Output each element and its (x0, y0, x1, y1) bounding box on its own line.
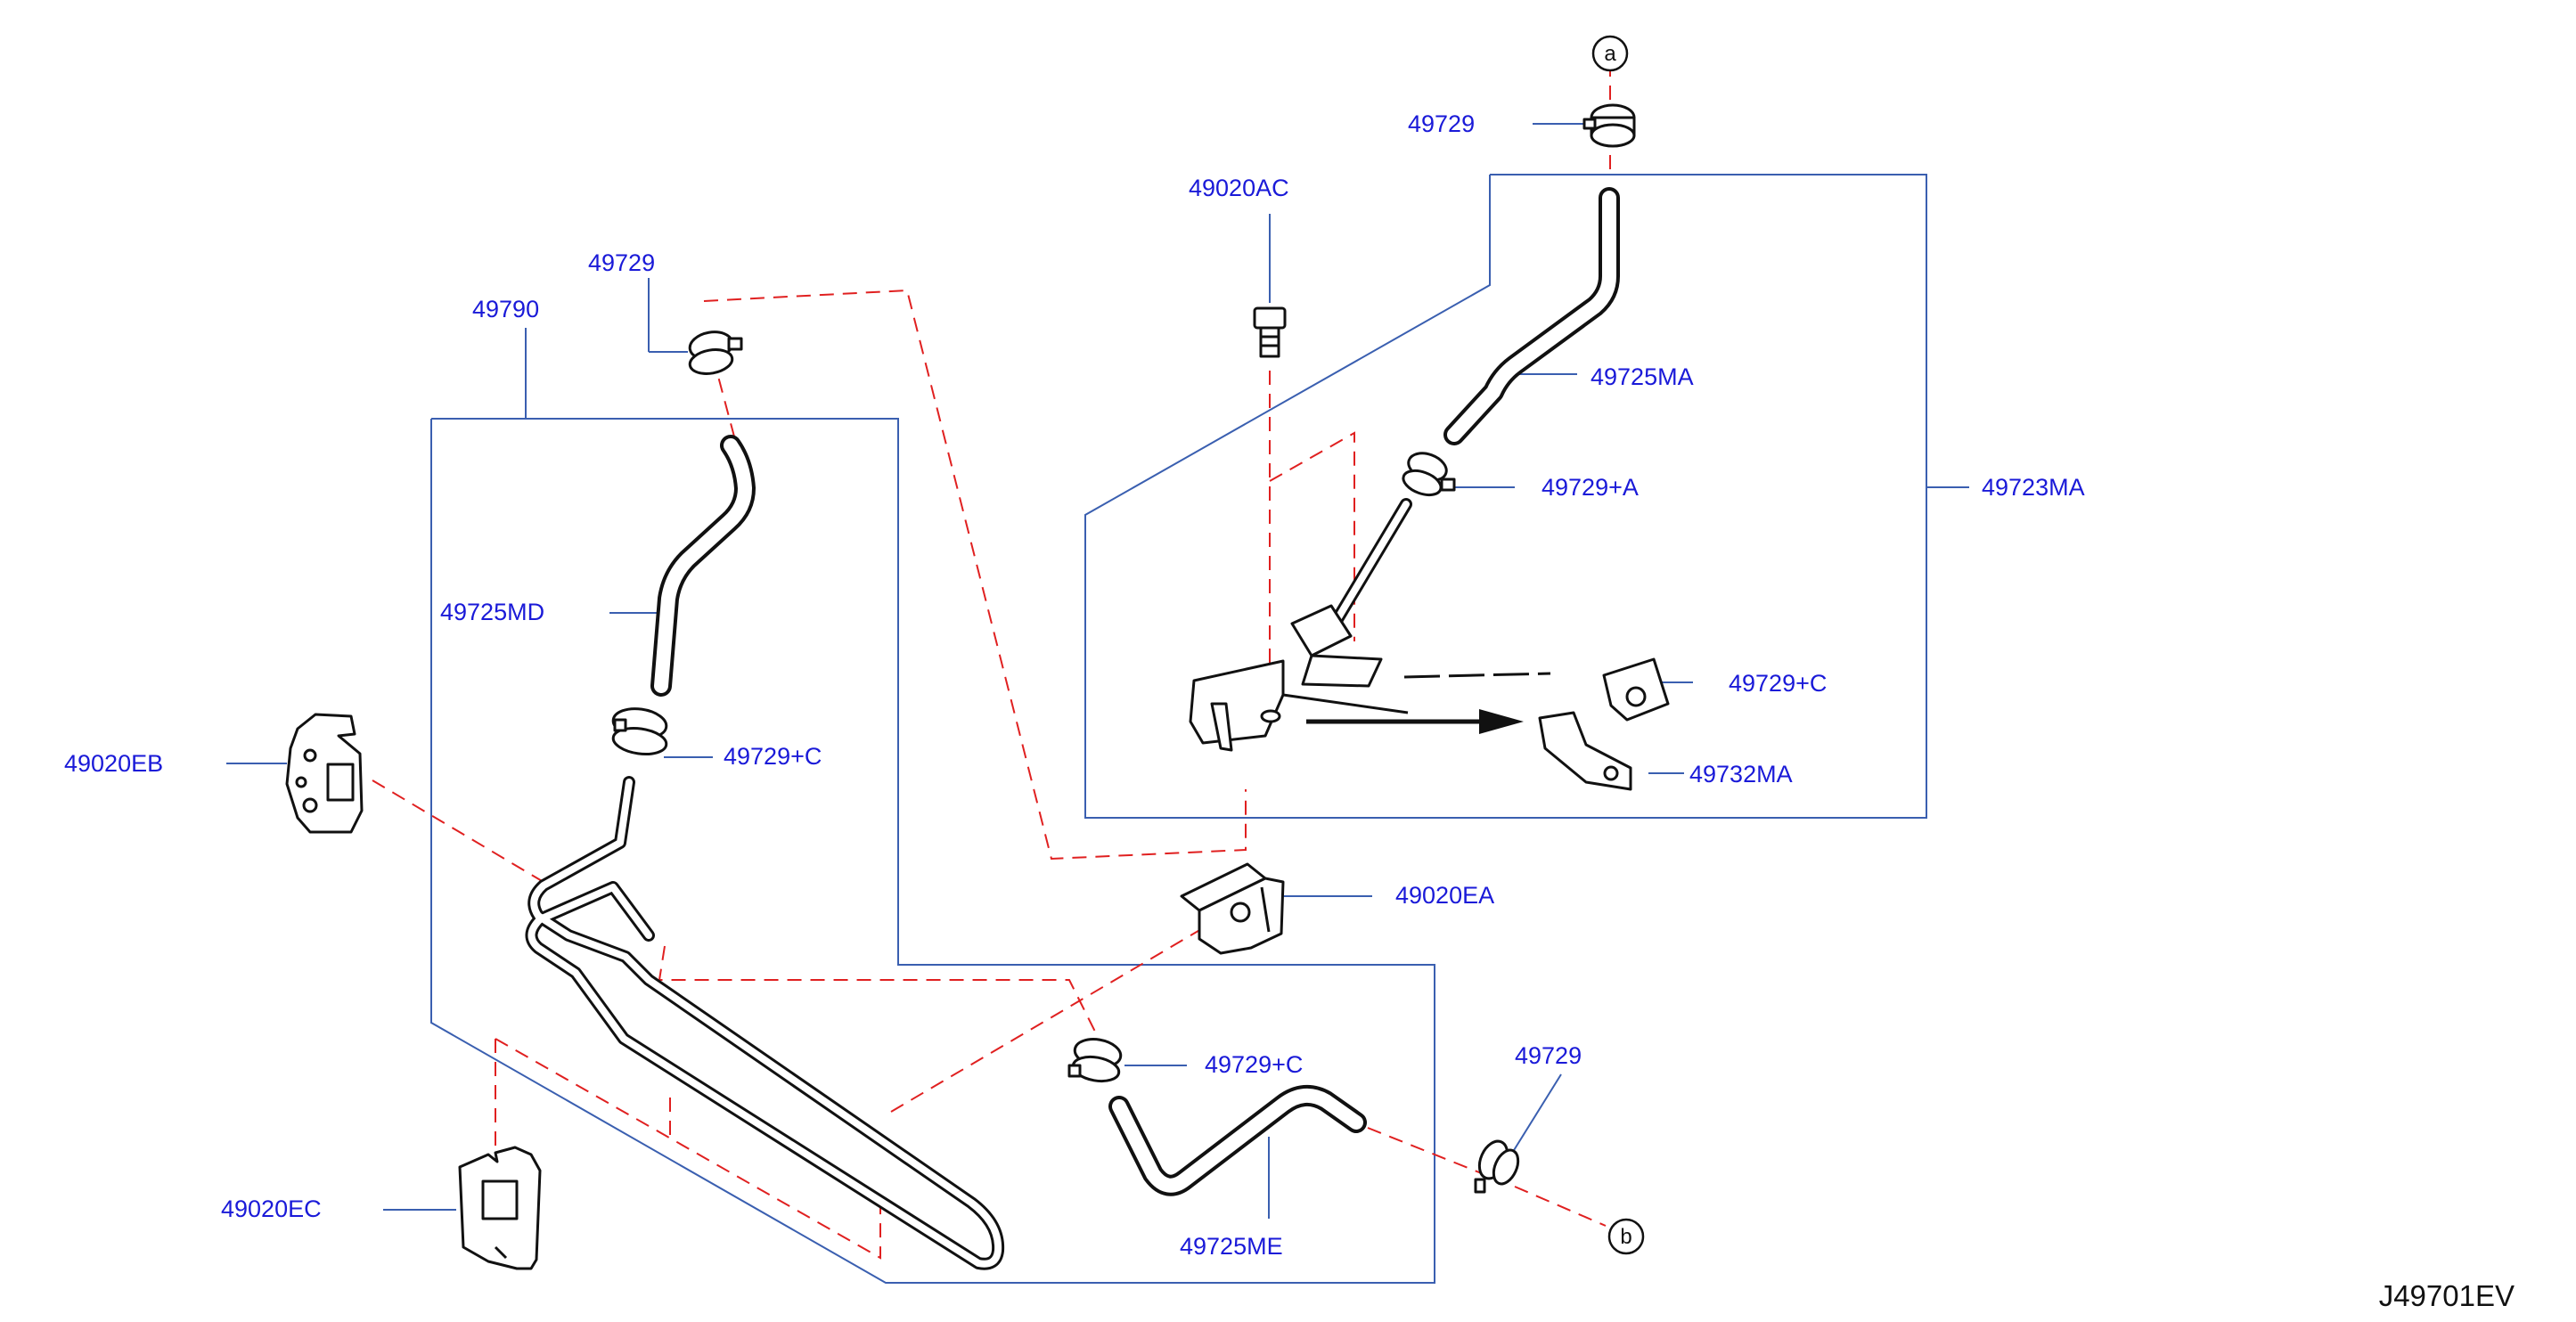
label-clamp-top-left: 49729 (588, 249, 655, 276)
clamp-bottom-right (1474, 1139, 1520, 1194)
clamp-49729C-bottom (1067, 1038, 1123, 1083)
hose-49725MD (650, 435, 756, 697)
label-clip-ec: 49020EC (221, 1196, 322, 1222)
part-labels: 49729 49020AC 49725MA 49729+A 49723MA 49… (64, 110, 2085, 1260)
clip-49020EC (458, 1146, 542, 1270)
label-bolt: 49020AC (1189, 175, 1289, 201)
label-clamp-c-bottom: 49729+C (1205, 1051, 1303, 1078)
label-clamp-a: 49729+A (1542, 474, 1639, 501)
label-clip-ea: 49020EA (1395, 882, 1494, 909)
clip-49020EA (1180, 862, 1285, 955)
pipe-49790 (525, 776, 1005, 1270)
label-bracket-right: 49732MA (1689, 761, 1793, 787)
label-hose-top-right: 49725MA (1591, 363, 1694, 390)
pipe-right (1323, 498, 1412, 639)
label-hose-left: 49725MD (440, 599, 544, 625)
svg-text:b: b (1620, 1225, 1631, 1249)
clamp-49729A (1402, 452, 1456, 497)
label-assembly-left: 49790 (472, 296, 539, 322)
clamp-49729C-left (611, 707, 668, 755)
clip-49020EB (285, 713, 364, 834)
hose-49725MA (1443, 187, 1620, 445)
leader-lines (226, 123, 1969, 1219)
label-clamp-top-right: 49729 (1408, 110, 1475, 137)
label-clip-eb: 49020EB (64, 750, 163, 777)
label-clamp-b-partial: 49729+C (1729, 670, 1827, 697)
label-hose-bottom: 49725ME (1180, 1233, 1283, 1260)
clamp-top-left (688, 330, 743, 375)
arrow-right (1306, 709, 1524, 734)
label-clamp-bottom-right: 49729 (1515, 1042, 1582, 1069)
clamp-top-right (1582, 103, 1636, 148)
label-clamp-c-left: 49729+C (724, 743, 822, 770)
assembly-guide-lines (372, 62, 1611, 1260)
assembly-frame-right (1084, 174, 1927, 819)
bracket-assembly-right (1189, 604, 1670, 791)
svg-text:a: a (1604, 42, 1616, 66)
diagram-code: J49701EV (2379, 1279, 2515, 1312)
hose-49725ME (1108, 1085, 1367, 1196)
ref-marker-b: b (1607, 1218, 1645, 1255)
ref-marker-a: a (1591, 35, 1629, 72)
bolt-49020AC (1253, 306, 1287, 358)
assembly-frame-left (430, 418, 1435, 1284)
label-assembly-right: 49723MA (1982, 474, 2085, 501)
